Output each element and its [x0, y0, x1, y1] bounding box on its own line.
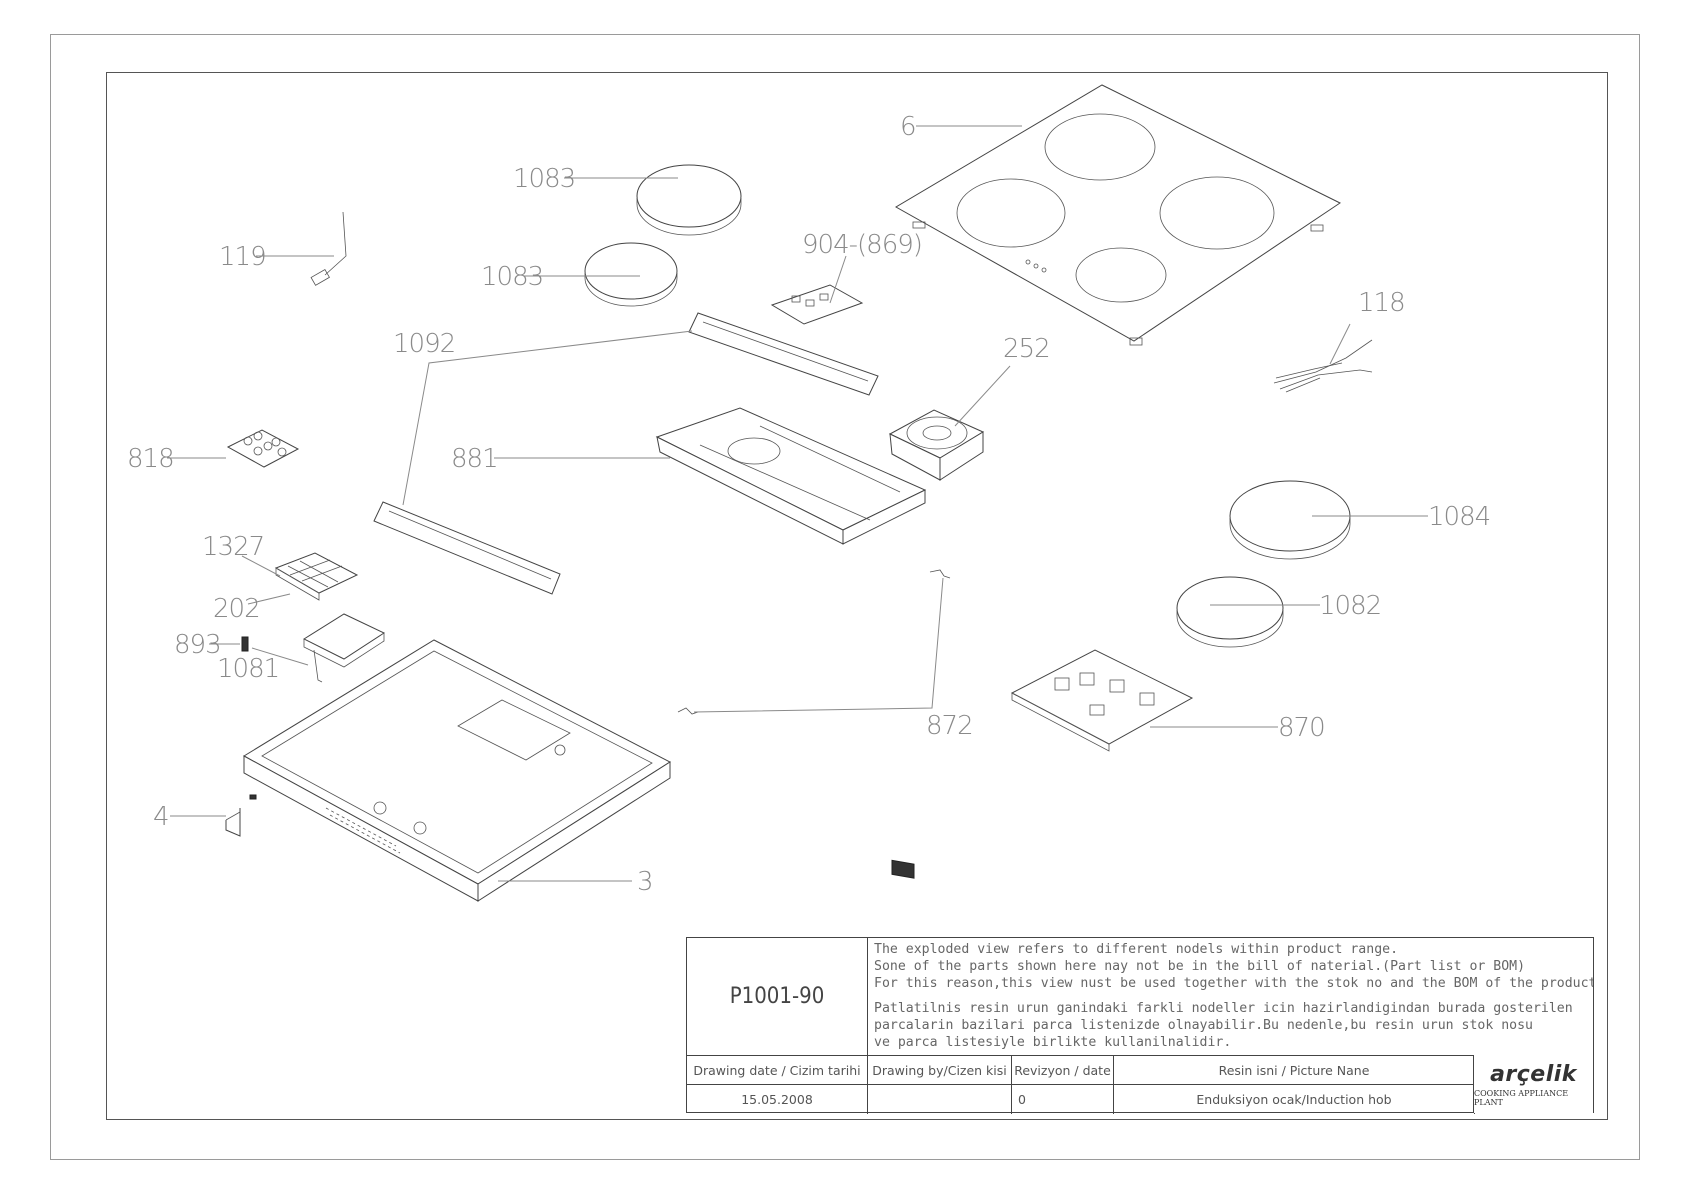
outer-border: [50, 34, 1640, 1160]
logo-subtitle: COOKING APPLIANCE PLANT: [1474, 1088, 1569, 1107]
part-1082-coil: [1176, 576, 1284, 648]
part-1083-coil-top: [636, 164, 742, 236]
inner-border: [106, 72, 1608, 1120]
title-block-header-row: Drawing date / Cizim tarihi Drawing by/C…: [687, 1055, 1593, 1085]
part-118-wire-harness: [1273, 339, 1373, 393]
callout-904: 904-(869): [802, 230, 922, 260]
part-119-power-cable: [310, 211, 347, 286]
note-tr-1: Patlatilnis resin urun ganindaki farkli …: [874, 1001, 1573, 1016]
part-1092-rail-lower: [373, 501, 561, 595]
part-881-plastic-tray: [655, 407, 927, 545]
header-picture-name: Resin isni / Picture Nane: [1114, 1056, 1475, 1085]
part-872-sensor-lower: [677, 707, 699, 715]
part-1327-filter-frame: [274, 552, 359, 601]
value-revision: 0: [1012, 1085, 1114, 1114]
part-872-sensor-upper: [929, 569, 951, 579]
note-en-2: Sone of the parts shown here nay not be …: [874, 959, 1526, 974]
callout-119: 119: [219, 242, 266, 272]
arcelik-logo: arçelik COOKING APPLIANCE PLANT: [1473, 1055, 1593, 1113]
part-904-control-board: [770, 284, 864, 325]
callout-3: 3: [637, 867, 653, 897]
part-1092-rail-upper: [688, 312, 879, 396]
callout-870: 870: [1278, 713, 1325, 743]
title-block-value-row: 15.05.2008 0 Enduksiyon ocak/Induction h…: [687, 1084, 1593, 1114]
callout-1081: 1081: [217, 654, 279, 684]
part-4-mounting-clip: [225, 794, 257, 837]
callout-1083-b: 1083: [481, 262, 543, 292]
callout-1083-a: 1083: [513, 164, 575, 194]
part-3-bottom-chassis: [243, 639, 672, 902]
callout-881: 881: [451, 444, 498, 474]
note-tr-3: ve parca listesiyle birlikte kullanilnal…: [874, 1035, 1232, 1050]
title-block: P1001-90 The exploded view refers to dif…: [686, 937, 1594, 1114]
note-tr-2: parcalarin bazilari parca listenizde oln…: [874, 1018, 1533, 1033]
part-252-fan: [888, 409, 985, 481]
part-818-terminal-board: [226, 429, 300, 468]
header-drawing-date: Drawing date / Cizim tarihi: [687, 1056, 868, 1085]
callout-893: 893: [174, 630, 221, 660]
value-picture-name: Enduksiyon ocak/Induction hob: [1114, 1085, 1475, 1114]
callout-818: 818: [127, 444, 174, 474]
logo-wordmark: arçelik: [1490, 1061, 1577, 1087]
header-revision: Revizyon / date: [1012, 1056, 1114, 1085]
callout-4: 4: [153, 802, 169, 832]
value-drawing-by: [868, 1085, 1012, 1114]
callout-1082: 1082: [1319, 591, 1381, 621]
callout-1084: 1084: [1428, 502, 1490, 532]
note-en-1: The exploded view refers to different no…: [874, 942, 1399, 957]
value-drawing-date: 15.05.2008: [687, 1085, 868, 1114]
callout-202: 202: [213, 594, 260, 624]
part-6-glass-top: [895, 84, 1341, 346]
callout-252: 252: [1003, 334, 1050, 364]
callout-872: 872: [926, 711, 973, 741]
part-1081-bracket: [302, 613, 386, 683]
callout-1327: 1327: [202, 532, 264, 562]
title-block-notes: The exploded view refers to different no…: [868, 938, 1593, 1055]
part-1084-coil: [1229, 480, 1351, 560]
part-893-spring: [241, 636, 249, 652]
callout-118: 118: [1358, 288, 1405, 318]
part-870-power-board: [891, 649, 1194, 879]
drawing-code: P1001-90: [687, 938, 868, 1055]
header-drawing-by: Drawing by/Cizen kisi: [868, 1056, 1012, 1085]
note-en-3: For this reason,this view nust be used t…: [874, 976, 1593, 991]
callout-6: 6: [900, 112, 916, 142]
callout-1092: 1092: [393, 329, 455, 359]
part-1083-coil-lower: [584, 242, 678, 307]
